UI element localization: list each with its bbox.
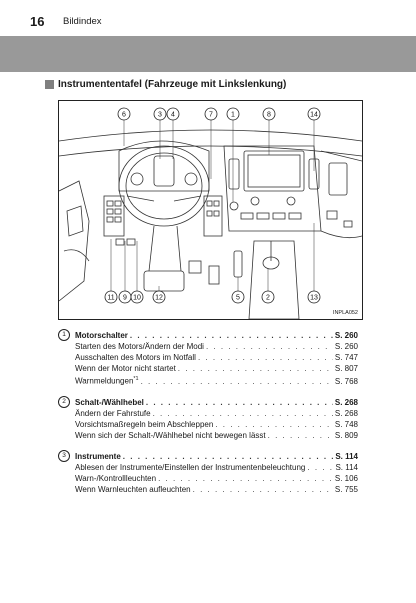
- leader-dots: [215, 419, 333, 430]
- index-entry: 3 Instrumente S. 114 Ablesen der Instrum…: [58, 449, 358, 495]
- callout-8-icon: [262, 107, 276, 121]
- page-reference: S. 106: [334, 473, 358, 483]
- page-reference: S. 755: [334, 484, 358, 494]
- callout-label: 1: [231, 112, 235, 119]
- leader-dots: [268, 430, 333, 441]
- page-reference: S. 268: [334, 397, 358, 407]
- page-reference: S. 114: [335, 451, 358, 461]
- entry-item-text: Warnmeldungen: [75, 376, 134, 386]
- section-title: Bildindex: [63, 16, 102, 27]
- leader-dots: [158, 473, 333, 484]
- entry-title: Schalt-/Wählhebel: [75, 397, 144, 407]
- callout-label: 13: [310, 295, 318, 302]
- callout-14-icon: [307, 107, 321, 121]
- leader-dots: [146, 397, 333, 408]
- entry-title: Motorschalter: [75, 331, 128, 340]
- page-reference: S. 768: [334, 376, 358, 386]
- page-reference: S. 809: [334, 430, 358, 440]
- callout-label: 3: [158, 112, 162, 119]
- index-entry: 1 Motorschalter S. 260 Starten des Motor…: [58, 329, 358, 387]
- callout-10-icon: [130, 290, 144, 304]
- callout-3-icon: [153, 107, 167, 121]
- callout-2-icon: [261, 290, 275, 304]
- callout-label: 2: [266, 295, 270, 302]
- page-reference: S. 260: [334, 331, 358, 340]
- callout-12-icon: [152, 290, 166, 304]
- page-reference: S. 748: [334, 419, 358, 429]
- callout-label: 10: [133, 295, 141, 302]
- callout-13-icon: [307, 290, 321, 304]
- entry-item-label: Warn-/Kontrollleuchten: [75, 473, 157, 483]
- callout-4-icon: [166, 107, 180, 121]
- callout-1-icon: [226, 107, 240, 121]
- callout-5-icon: [231, 290, 245, 304]
- entry-number-icon: 3: [58, 449, 70, 462]
- leader-dots: [123, 451, 334, 462]
- header-band: [0, 36, 416, 72]
- entry-item-label: Starten des Motors/Ändern der Modi: [75, 342, 204, 351]
- callout-label: 9: [123, 295, 127, 302]
- page-reference: S. 114: [335, 462, 358, 472]
- entry-number-icon: 2: [58, 395, 70, 408]
- leader-dots: [198, 352, 333, 363]
- entry-item-label: Ausschalten des Motors im Notfall: [75, 353, 196, 362]
- dashboard-drawing: 6 3 4 7 1 8 14 11 9 10 12 5 2 13: [59, 107, 362, 319]
- figure-code: INPLA052: [332, 310, 358, 316]
- callout-7-icon: [204, 107, 218, 121]
- callout-label: 8: [267, 112, 271, 119]
- page-reference: S. 807: [334, 364, 358, 373]
- callout-label: 14: [310, 112, 318, 119]
- entry-item-label: Ändern der Fahrstufe: [75, 408, 151, 418]
- callout-label: 4: [171, 112, 175, 119]
- leader-dots: [141, 376, 333, 387]
- index-entries: 1 Motorschalter S. 260 Starten des Motor…: [58, 329, 358, 505]
- entry-item-label: Warnmeldungen*1: [58, 374, 139, 387]
- leader-dots: [178, 363, 333, 374]
- leader-dots: [130, 330, 333, 341]
- entry-item-label: Wenn Warnleuchten aufleuchten: [75, 484, 191, 494]
- footnote-marker: *1: [133, 376, 139, 382]
- leader-dots: [206, 341, 333, 352]
- entry-title: Instrumente: [75, 451, 121, 461]
- page-number: 16: [30, 14, 45, 29]
- callout-label: 6: [122, 112, 126, 119]
- page-reference: S. 747: [334, 353, 358, 362]
- callout-label: 5: [236, 295, 240, 302]
- callout-label: 11: [107, 295, 114, 302]
- page-reference: S. 268: [334, 408, 358, 418]
- leader-dots: [307, 462, 333, 473]
- entry-item-label: Ablesen der Instrumente/Einstellen der I…: [75, 462, 306, 472]
- entry-item-label: Vorsichtsmaßregeln beim Abschleppen: [75, 419, 214, 429]
- entry-number-icon: 1: [58, 329, 70, 341]
- section-heading: Instrumententafel (Fahrzeuge mit Linksle…: [45, 79, 286, 90]
- heading-text: Instrumententafel (Fahrzeuge mit Linksle…: [58, 79, 287, 90]
- callout-label: 12: [155, 295, 163, 302]
- callout-6-icon: [117, 107, 131, 121]
- index-entry: 2 Schalt-/Wählhebel S. 268 Ändern der Fa…: [58, 395, 358, 441]
- page-reference: S. 260: [334, 342, 358, 351]
- heading-square-icon: [45, 80, 54, 89]
- entry-item-label: Wenn der Motor nicht startet: [75, 364, 176, 373]
- callout-label: 7: [209, 112, 213, 119]
- leader-dots: [193, 484, 333, 495]
- leader-dots: [153, 408, 333, 419]
- dashboard-illustration: 6 3 4 7 1 8 14 11 9 10 12 5 2 13 INPLA05…: [58, 100, 363, 320]
- entry-item-label: Wenn sich der Schalt-/Wählhebel nicht be…: [75, 430, 266, 440]
- callout-11-icon: [104, 290, 118, 304]
